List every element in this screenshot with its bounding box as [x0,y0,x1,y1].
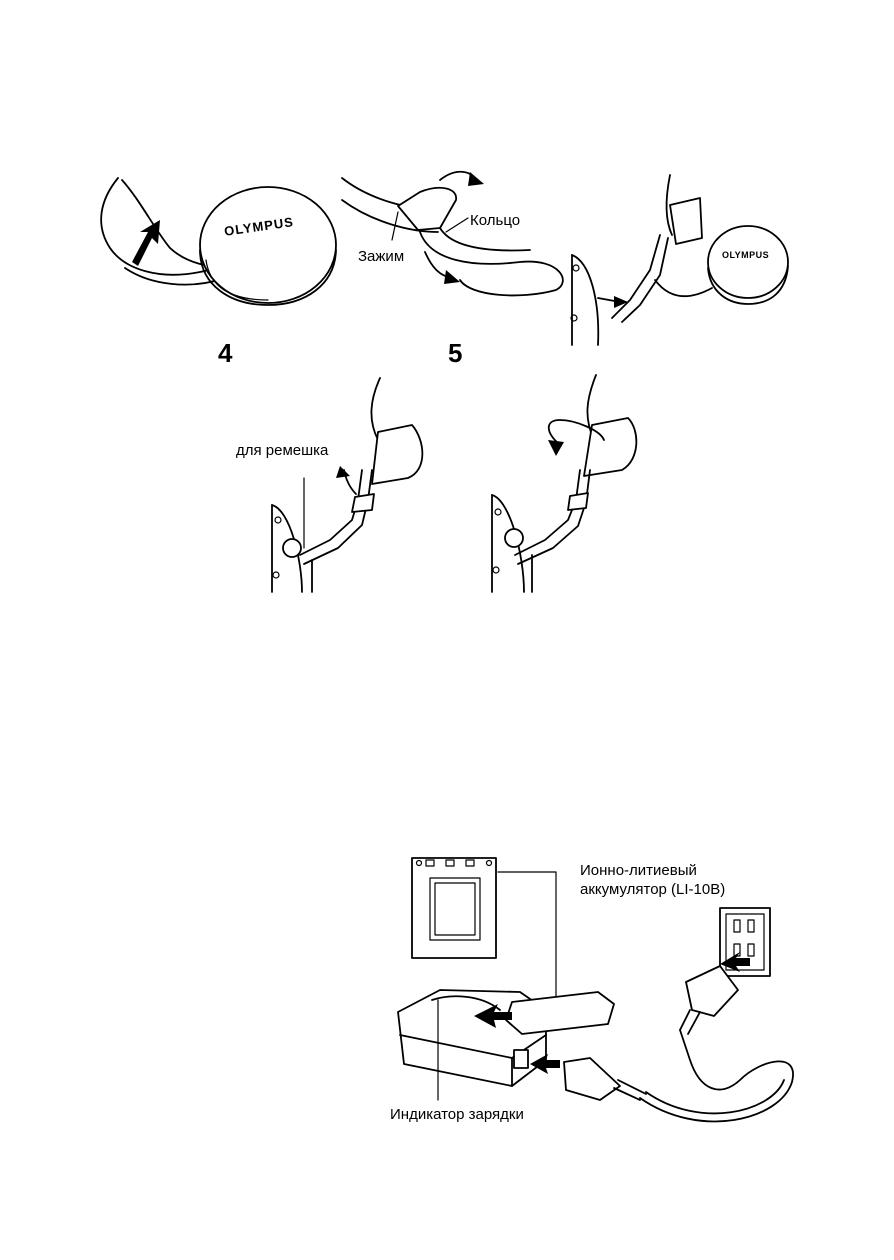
charge-indicator-label: Индикатор зарядки [390,1106,524,1124]
battery-label-line1: Ионно-литиевый [580,862,697,880]
battery-label-line2: аккумулятор (LI-10B) [580,881,725,899]
